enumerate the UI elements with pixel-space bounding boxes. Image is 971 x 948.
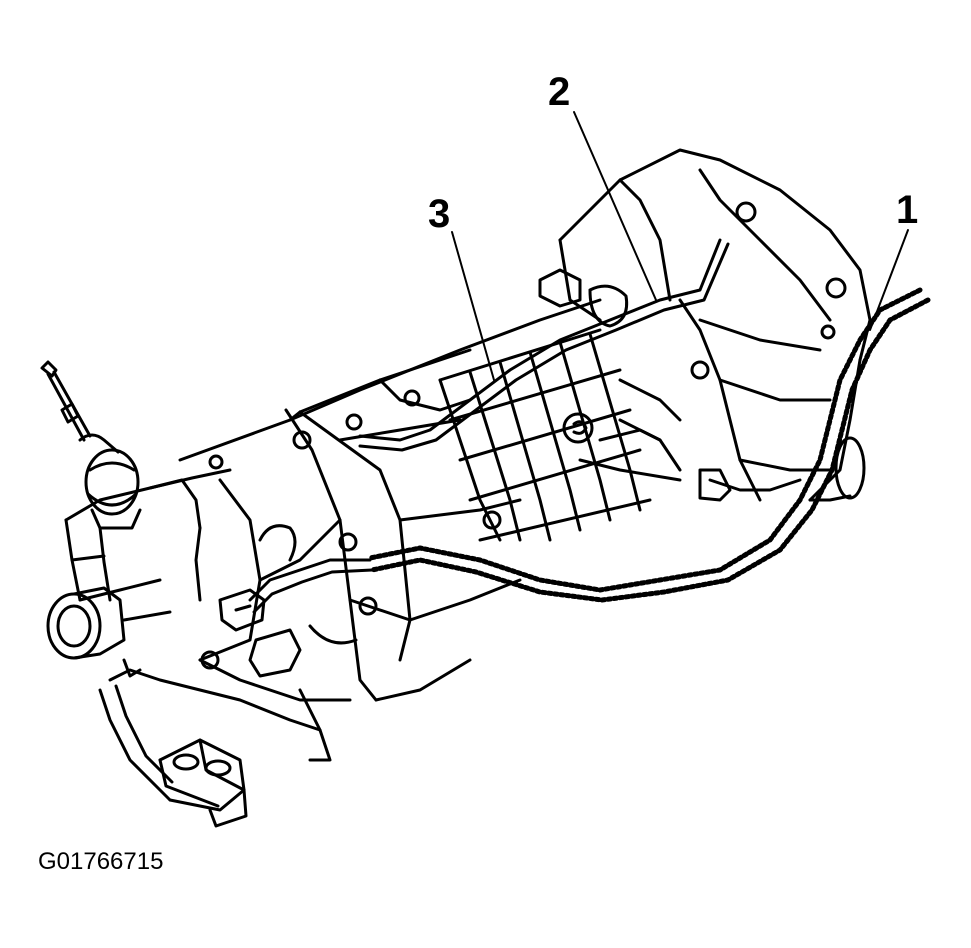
wiring-harness bbox=[367, 287, 931, 603]
leader-lines bbox=[451, 111, 909, 381]
transmission-case bbox=[178, 298, 602, 702]
transmission-mount bbox=[98, 658, 332, 828]
shift-lever bbox=[40, 360, 142, 530]
speed-sensor bbox=[200, 588, 302, 678]
figure-code: G01766715 bbox=[38, 848, 164, 875]
callout-1: 1 bbox=[896, 188, 919, 232]
sensor-wires bbox=[248, 428, 802, 614]
output-flange bbox=[46, 586, 172, 660]
leader-line-2 bbox=[573, 111, 657, 301]
hydraulic-line bbox=[358, 238, 730, 452]
leader-line-1 bbox=[869, 229, 909, 331]
callout-3: 3 bbox=[428, 192, 451, 236]
callout-2: 2 bbox=[548, 70, 571, 114]
extension-housing bbox=[64, 468, 232, 602]
ribbed-case-section bbox=[438, 328, 682, 542]
leader-line-3 bbox=[451, 231, 495, 381]
